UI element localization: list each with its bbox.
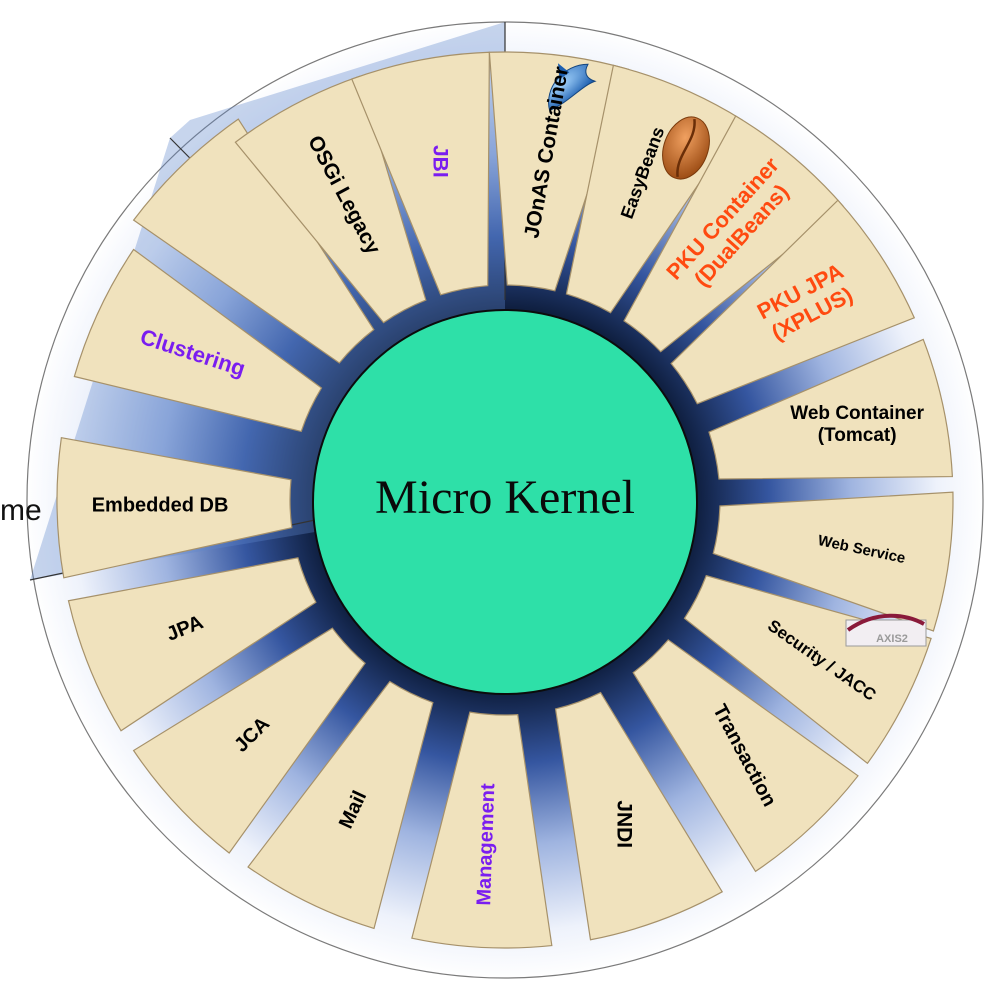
coffee-bean-icon xyxy=(662,116,710,180)
petal-clustering xyxy=(73,248,323,433)
petal-jonas-container xyxy=(488,51,630,292)
label-web-container-line-2: (Tomcat) xyxy=(818,425,897,446)
label-embedded-db: Embedded DB xyxy=(92,494,229,516)
label-web-container-line-1: Web Container xyxy=(790,403,924,424)
micro-kernel-circle xyxy=(312,309,698,695)
petal-jbi xyxy=(350,51,490,296)
label-management-line-1: Management xyxy=(473,783,499,906)
axis2-logo-icon: AXIS2 xyxy=(845,613,927,647)
label-jndi-line-1: JNDI xyxy=(612,800,635,848)
petal-jca xyxy=(132,627,366,854)
dolphin-icon xyxy=(548,63,597,112)
petal-transaction xyxy=(632,639,859,873)
petal-blank xyxy=(132,118,375,364)
petal-pku-container xyxy=(623,115,844,353)
label-management: Management xyxy=(473,783,499,906)
petal-jpa xyxy=(67,557,317,732)
label-jbi-line-1: JBI xyxy=(429,145,452,178)
label-web-container: Web Container(Tomcat) xyxy=(790,403,924,446)
module-icons: AXIS2 xyxy=(548,63,927,647)
petal-mail xyxy=(247,680,434,930)
petal-pku-jpa xyxy=(670,199,916,405)
micro-kernel-label: Micro Kernel xyxy=(375,471,635,524)
petal-osgi-legacy xyxy=(234,75,427,324)
petal-web-container xyxy=(708,338,954,480)
axis2-logo-text: AXIS2 xyxy=(876,633,908,645)
petal-management xyxy=(411,711,553,949)
petal-web-service xyxy=(712,491,954,632)
petal-jndi xyxy=(554,691,724,941)
petal-embedded-db xyxy=(56,436,293,579)
label-jbi: JBI xyxy=(429,145,452,178)
label-embedded-db-line-1: Embedded DB xyxy=(92,494,229,516)
label-jndi: JNDI xyxy=(612,800,635,848)
module-petals xyxy=(56,51,954,949)
stray-partial-text: me xyxy=(0,494,42,527)
